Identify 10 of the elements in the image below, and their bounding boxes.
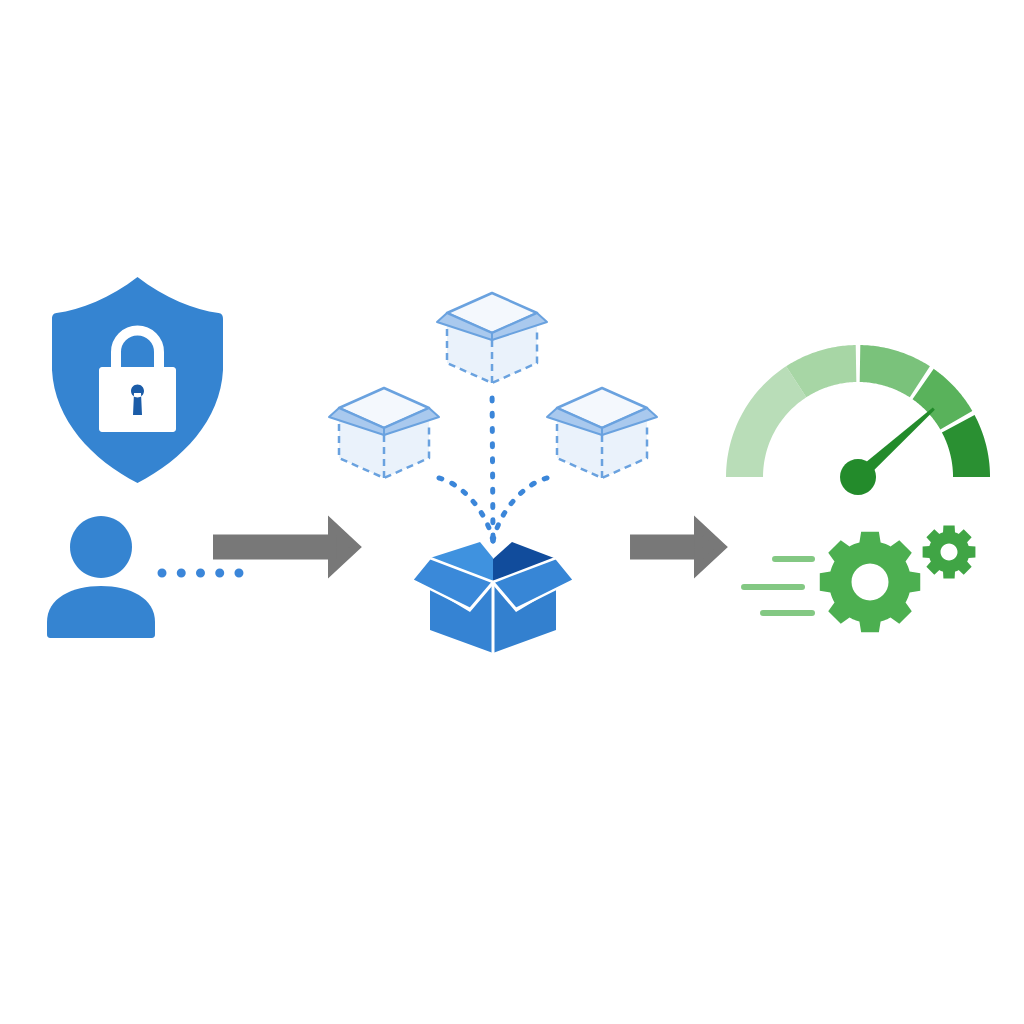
box-icon: [328, 386, 440, 480]
shield-lock-icon: [52, 277, 223, 483]
box-icon: [436, 291, 548, 385]
dotted-line: [489, 395, 496, 541]
dotted-line: [157, 568, 244, 578]
person-icon: [47, 516, 155, 638]
gauge-icon: [726, 345, 990, 495]
gears-icon: [741, 525, 976, 633]
box-icon: [546, 386, 658, 480]
dotted-line: [490, 475, 550, 544]
